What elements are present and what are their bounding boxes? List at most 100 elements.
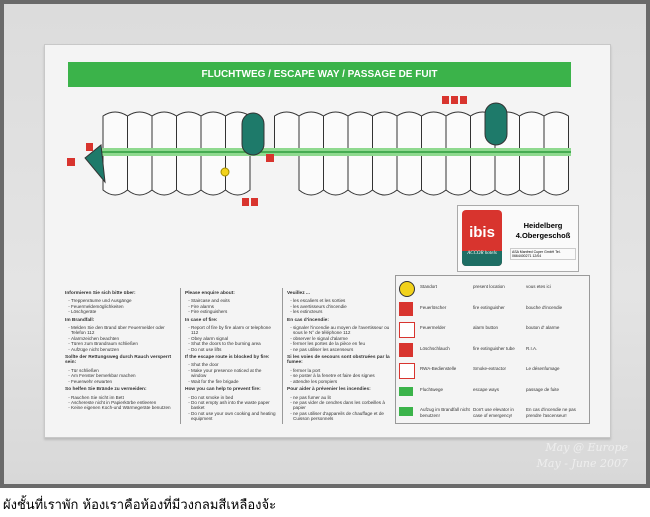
instruction-item: Obey alarm signal — [191, 336, 278, 341]
heading: Informieren Sie sich bitte über: — [65, 291, 136, 296]
instruction-item: Tür schließen — [71, 368, 175, 373]
instruction-item: Staircase and exits — [191, 298, 278, 303]
legend-en: fire extinguisher — [473, 304, 505, 310]
legend-fr: Le désenfumage — [526, 366, 560, 371]
instruction-item: attendre les pompiers — [293, 379, 390, 384]
instruction-item: Rauchen Sie nicht im Bett — [71, 395, 175, 400]
smoke-extractor-icon — [399, 363, 415, 379]
instruction-item: ne pas utiliser les ascenseurs — [293, 347, 390, 352]
room — [421, 156, 447, 196]
instruction-list: Melden Sie den Brand über Feuermelder od… — [65, 325, 175, 352]
instruction-item: Do not smoke in bed — [191, 395, 278, 400]
instruction-item: Feuermeldemöglichkeiten — [71, 304, 175, 309]
room — [323, 111, 349, 148]
escape-way-icon — [399, 386, 413, 396]
instruction-item: Do not use lifts — [191, 347, 278, 352]
room — [200, 156, 226, 196]
legend-row: Standort present location vous etes ici — [396, 279, 589, 297]
legend-de: Fluchtwege — [420, 386, 444, 392]
legend-row: Fluchtwege escape ways passage de fuite — [396, 382, 589, 400]
watermark-line: May - June 2007 — [536, 457, 628, 470]
stair-left — [84, 144, 106, 184]
instructions-german: Informieren Sie sich bitte über:Treppenr… — [65, 288, 175, 413]
room — [347, 156, 373, 196]
room — [396, 111, 422, 148]
room — [372, 156, 398, 196]
room — [519, 111, 545, 148]
escape-plan-sign: FLUCHTWEG / ESCAPE WAY / PASSAGE DE FUIT… — [44, 44, 611, 438]
heading: En cas d'incendie: — [287, 317, 329, 323]
legend-fr: vous etes ici — [526, 284, 551, 289]
room — [102, 156, 128, 196]
room — [151, 156, 177, 196]
location-title: Heidelberg 4.Obergeschoß — [508, 221, 578, 241]
legend-de: Feuermelder — [420, 325, 446, 330]
instruction-list: signaler l'incendie au moyen de l'averti… — [287, 325, 390, 352]
floor-plan — [67, 96, 571, 206]
instruction-item: Wait for the fire brigade — [191, 379, 278, 384]
instruction-item: se poster à la fenetre et faire des sign… — [293, 373, 390, 378]
logo-brand: ibis — [469, 224, 495, 241]
room — [543, 111, 569, 148]
room — [298, 156, 324, 196]
heading: Pour aider à prévenier les incendies: — [287, 387, 371, 393]
room — [543, 156, 569, 196]
instruction-item: Shut the door — [191, 362, 278, 367]
alarm-button-icon — [67, 158, 75, 166]
legend-en: Smoke-extractor — [473, 366, 507, 371]
instruction-item: Melden Sie den Brand über Feuermelder od… — [71, 325, 175, 336]
room — [127, 156, 153, 196]
instruction-item: fermer la port — [293, 368, 390, 373]
instruction-list: Rauchen Sie nicht im BettAschereste nich… — [65, 395, 175, 411]
heading: If the escape route is blocked by fire: — [185, 355, 270, 361]
legend-en: present location — [473, 284, 505, 289]
ibis-logo: ibis ACCOR hotels — [462, 210, 502, 266]
room — [421, 111, 447, 148]
room — [323, 156, 349, 196]
room — [519, 156, 545, 196]
stairwell-center — [241, 112, 265, 156]
photo-caption: ผังชั้นที่เราพัก ห้องเราคือห้องที่มีวงกล… — [3, 498, 277, 513]
legend-de: Standort — [420, 284, 438, 289]
instruction-item: Türen zum Brandraum schließen — [71, 341, 175, 346]
instruction-item: ne pas fumer au lit — [293, 395, 390, 400]
legend-fr: passage de fuite — [526, 386, 560, 392]
instruction-item: ne pas utiliser d'appareils de chauffage… — [293, 411, 390, 422]
hotel-info-box: ibis ACCOR hotels Heidelberg 4.Obergesch… — [457, 205, 579, 272]
wall-background: FLUCHTWEG / ESCAPE WAY / PASSAGE DE FUIT… — [4, 4, 646, 484]
room — [347, 111, 373, 148]
room — [445, 156, 471, 196]
room — [396, 156, 422, 196]
watermark: May @ Europe May - June 2007 — [537, 440, 628, 472]
alarm-button-icon — [460, 96, 467, 104]
fire-hose-icon — [242, 198, 249, 206]
no-elevator-icon — [399, 407, 413, 416]
instruction-item: Fire extinguishers — [191, 309, 278, 314]
instructions-english: Please enquire about:Staircase and exits… — [180, 288, 278, 424]
photo: FLUCHTWEG / ESCAPE WAY / PASSAGE DE FUIT… — [0, 0, 650, 488]
stairwell-right — [484, 102, 508, 146]
fire-hose-icon — [399, 342, 413, 357]
instruction-item: Alarmzeichen beachten — [71, 336, 175, 341]
location-dot-icon — [399, 281, 415, 297]
legend-fr: R.I.A. — [526, 345, 538, 351]
heading: Veuillez ... — [287, 291, 310, 296]
instruction-item: fermer les portes de la pièce en feu — [293, 341, 390, 346]
room — [176, 156, 202, 196]
instruction-item: Aschereste nicht in Papierkörbe entleere… — [71, 400, 175, 405]
legend-fr: bouche d'incendie — [526, 304, 563, 310]
heading: Sollte der Rettungsweg durch Rauch versp… — [65, 355, 172, 366]
legend-row: Aufzug im Brandfall nicht benutzen!Don't… — [396, 402, 589, 420]
instruction-list: ne pas fumer au litne pas vider de cendr… — [287, 395, 390, 422]
legend-en: escape ways — [473, 386, 500, 392]
heading: So helfen Sie Brände zu vermeiden: — [65, 387, 147, 393]
instruction-item: Aufzüge nicht benutzen — [71, 347, 175, 352]
floor: 4.Obergeschoß — [515, 231, 571, 240]
room — [372, 111, 398, 148]
sign-title: FLUCHTWEG / ESCAPE WAY / PASSAGE DE FUIT — [68, 62, 571, 87]
